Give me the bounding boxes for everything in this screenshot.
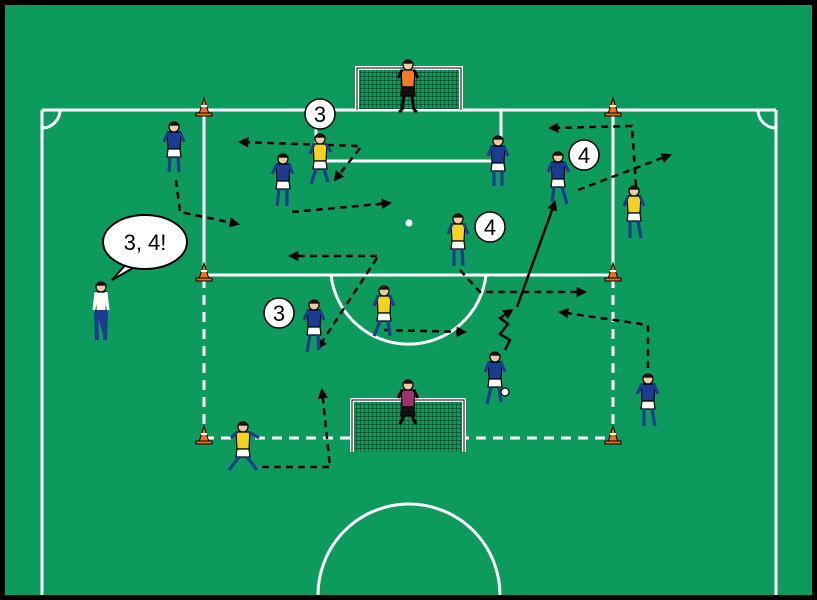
movement-arrows: [174, 122, 672, 469]
pass-arrow: [515, 200, 558, 308]
player-blue: [162, 121, 186, 173]
field-lines: [40, 108, 778, 596]
player-blue: [302, 299, 326, 353]
player-blue: [635, 373, 660, 427]
badge-4-right: 4: [568, 139, 600, 171]
dribble-path: [497, 308, 514, 351]
svg-text:4: 4: [578, 143, 590, 168]
cones: [195, 96, 622, 445]
player-blue: [270, 153, 295, 207]
ball: [500, 387, 510, 397]
goalkeeper-top: [396, 59, 420, 114]
svg-text:3: 3: [314, 102, 326, 127]
cone: [604, 424, 622, 445]
run-arrow: [577, 153, 672, 192]
player-blue: [486, 135, 510, 186]
cone: [195, 424, 213, 445]
cone: [604, 261, 622, 282]
cone: [604, 96, 622, 117]
run-arrow: [316, 257, 379, 350]
badge-3-left: 3: [263, 297, 295, 329]
run-arrow: [557, 308, 650, 368]
badge-4-middle: 4: [474, 211, 506, 243]
player-blue-with-ball: [483, 351, 510, 405]
player-yellow: [227, 421, 260, 471]
svg-text:4: 4: [484, 215, 496, 240]
cone: [195, 261, 213, 282]
goalkeeper-bottom: [396, 379, 420, 425]
run-arrow: [291, 198, 393, 214]
cone: [195, 96, 213, 117]
player-yellow: [372, 285, 396, 337]
run-arrow: [383, 326, 468, 338]
player-blue: [546, 151, 571, 205]
coach-call-text: 3, 4!: [124, 230, 167, 255]
run-arrow: [333, 147, 361, 182]
run-arrow: [459, 269, 588, 298]
coach: [92, 281, 110, 341]
number-badges: 3 3 4 4: [263, 98, 600, 329]
player-yellow: [446, 213, 470, 267]
player-yellow: [622, 185, 646, 239]
run-arrow: [547, 122, 638, 187]
run-arrow: [237, 137, 359, 148]
players: [92, 59, 660, 471]
coach-speech-bubble: 3, 4!: [102, 214, 188, 281]
penalty-spot: [405, 219, 413, 227]
badge-3-top: 3: [304, 98, 336, 130]
svg-text:3: 3: [273, 301, 285, 326]
player-yellow: [308, 133, 333, 185]
